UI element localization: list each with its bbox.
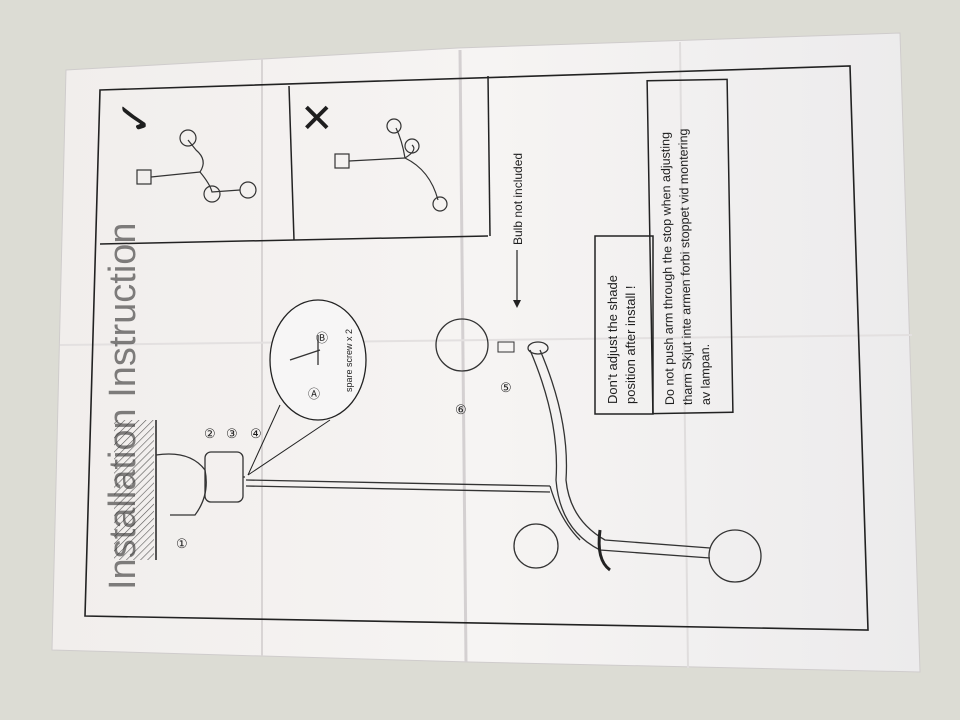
comparison-panel	[99, 75, 491, 245]
fold-crease	[679, 41, 689, 669]
warning-arm-box: Do not push arm through the stop when ad…	[646, 78, 734, 415]
warning-shade-box: Don't adjust the shade position after in…	[594, 235, 654, 415]
wrong-example: ✕	[300, 97, 448, 212]
arrow-head-icon	[513, 300, 521, 308]
warning-arm-line-2: tharm Skjut inte armen forbi stoppet vid…	[676, 128, 695, 405]
paper-sheet	[51, 32, 921, 673]
ceiling-mount	[114, 420, 245, 560]
correct-example: ✓	[111, 99, 257, 203]
fold-crease	[59, 334, 913, 346]
lamp-socket	[527, 341, 549, 355]
step-marker: ④	[250, 426, 262, 441]
cross-mark-icon: ✕	[300, 97, 334, 141]
globe-shade	[513, 523, 559, 569]
fold-crease	[458, 49, 468, 663]
step-marker: ⑤	[500, 380, 512, 395]
step-marker: ②	[204, 426, 216, 441]
check-mark-icon: ✓	[111, 99, 160, 136]
bulb-note: Bulb not included	[511, 153, 525, 245]
globe-shade	[708, 529, 762, 583]
warning-arm-line-1: Do not push arm through the stop when ad…	[658, 132, 677, 405]
rotate-arrow-icon	[597, 529, 611, 572]
step-marker: ①	[176, 536, 188, 551]
warning-arm-line-3: av lampan.	[698, 344, 713, 405]
step-marker: ③	[226, 426, 238, 441]
bulb-steps: ⑤ ⑥ Bulb not included	[455, 153, 525, 417]
globe-shade	[435, 318, 489, 372]
sheet-border	[84, 65, 869, 631]
spare-screw-label: spare screw x 2	[344, 329, 354, 392]
step-marker: Ⓐ	[308, 387, 320, 401]
warning-shade-line-2: position after install !	[623, 285, 638, 404]
warning-shade-line-1: Don't adjust the shade	[605, 275, 620, 404]
step-marker: ⑥	[455, 402, 467, 417]
step-marker: Ⓑ	[316, 331, 328, 345]
detail-magnifier: Ⓐ Ⓑ spare screw x 2	[247, 299, 367, 476]
step-markers-canopy: ① ② ③ ④	[176, 426, 262, 551]
lamp-rod	[245, 349, 711, 559]
